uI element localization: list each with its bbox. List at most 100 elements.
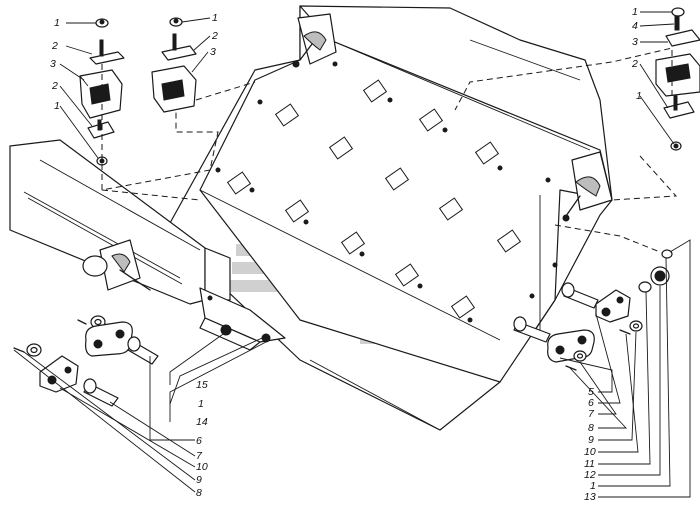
link-plate-icon [85,321,133,357]
plate-slot [418,108,444,132]
callout-number: 1 [54,17,60,29]
callout-number: 1 [590,480,596,492]
bracket-icon [161,33,197,61]
nut-icon [95,18,109,28]
rivet [332,61,338,67]
callouts-bottom-middle: 15 1 14 6 7 10 9 8 [196,379,208,499]
callout-number: 13 [584,491,596,503]
plate-rivets [215,61,558,323]
plate-slot [496,229,522,253]
plate-slot [384,167,410,191]
callout-number: 3 [50,58,56,70]
rivet [497,165,503,171]
plate-top-face [199,5,613,383]
callout-number: 6 [196,435,202,447]
rivet [442,127,448,133]
callout-number: 3 [632,36,638,48]
rivet [467,317,473,323]
callout-number: 1 [636,90,642,102]
bracket-icon [663,95,695,119]
callout-number: 4 [632,20,638,32]
plate-slot [438,197,464,221]
nut-icon [638,281,652,293]
nut-icon [670,141,682,151]
callouts-top-right: 1 4 3 2 1 [631,6,642,102]
callout-number: 1 [632,6,638,18]
callout-number: 6 [588,397,594,409]
callout-number: 1 [198,398,204,410]
plate-slots [226,79,522,319]
callout-number: 2 [631,58,638,70]
rubber-block-icon [79,69,123,119]
plate-slot [328,136,354,160]
loose-parts-left [13,315,159,407]
rivet [552,262,558,268]
beam-end-brackets [199,287,286,351]
main-plate [164,5,613,431]
rubber-block-icon [655,53,700,97]
callout-number: 8 [588,422,594,434]
rivet [215,167,221,173]
plate-hinge-right [562,151,613,222]
callout-number: 14 [196,416,208,428]
callouts-top-left: 1 2 3 2 1 [50,17,60,112]
callout-number: 11 [584,458,595,470]
callout-number: 10 [196,461,208,473]
clevis-fork-icon [39,355,79,393]
rivet [417,283,423,289]
clevis-fork-icon [595,289,631,323]
mount-group-right [655,7,700,151]
washer-icon [661,249,673,259]
washer-icon [26,343,42,357]
clevis-pin-icon [561,282,599,309]
callout-number: 9 [588,434,594,446]
callout-number: 12 [584,469,596,481]
link-plate-icon [547,329,595,363]
rivet [303,219,309,225]
plate-slot [226,171,252,195]
rivet [545,177,551,183]
callout-number: 5 [588,386,594,398]
rivet [359,251,365,257]
bolt-icon [674,15,680,31]
nut-icon [671,7,685,17]
mount-group-left [79,18,125,166]
callout-number: 1 [54,100,60,112]
nut-icon [169,17,183,27]
callout-number: 1 [212,12,218,24]
washer-icon [573,350,587,362]
callout-number: 7 [196,450,203,462]
bracket-icon [89,39,125,65]
rivet [257,99,263,105]
assembly-dash-lines [101,47,678,253]
callout-number: 3 [210,46,216,58]
bracket-icon [665,29,700,47]
mount-group-middle [151,17,197,113]
bracket-icon [87,119,115,139]
plate-hinge-top [292,13,337,68]
plate-slot [394,263,420,287]
callouts-bottom-right: 5 6 7 8 9 10 11 12 1 13 [584,386,596,503]
plate-slot [362,79,388,103]
clevis-pin-icon [127,336,159,365]
plate-slot [274,103,300,127]
rivet [529,293,535,299]
loose-parts-right [513,249,673,371]
callout-number: 7 [588,408,595,420]
rivet [249,187,255,193]
callout-number: 15 [196,379,208,391]
callout-number: 10 [584,446,596,458]
callouts-top-middle: 1 2 3 [210,12,218,58]
clevis-pin-icon [83,378,119,407]
callout-number: 2 [211,30,218,42]
plate-slot [450,295,476,319]
callout-number: 8 [196,487,202,499]
clevis-pin-icon [513,316,551,343]
callout-number: 2 [51,80,58,92]
plate-slot [474,141,500,165]
washer-icon [629,320,643,332]
plate-slot [340,231,366,255]
callout-number: 9 [196,474,202,486]
